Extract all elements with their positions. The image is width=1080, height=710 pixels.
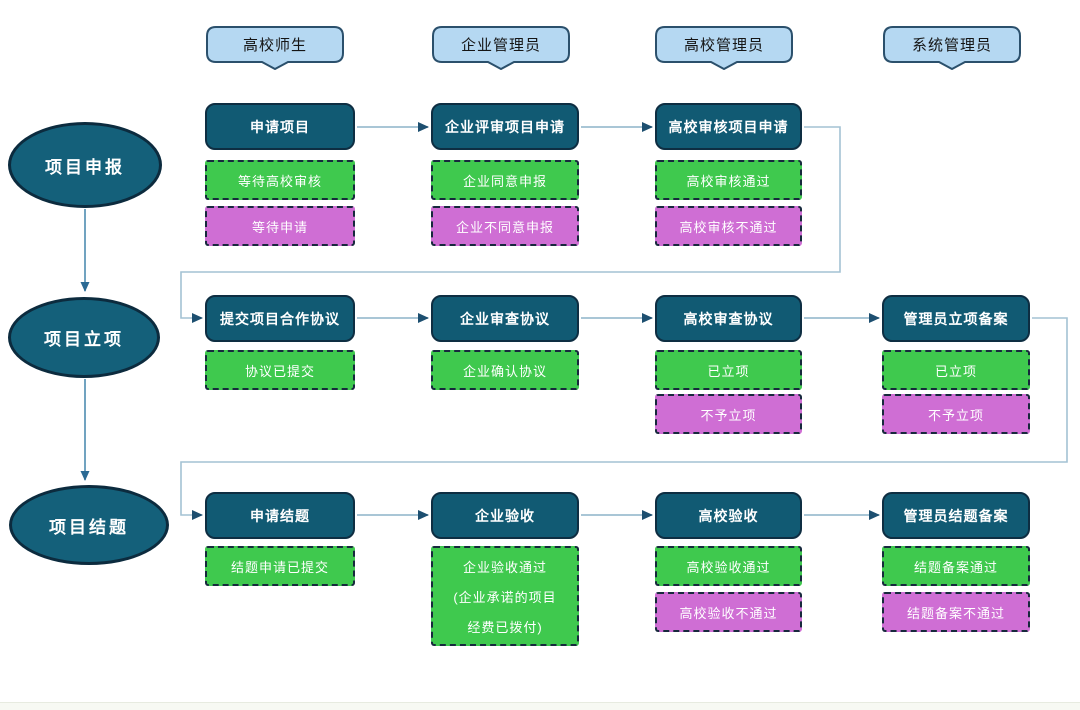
footer-divider (0, 702, 1080, 710)
action-node: 高校审核项目申请 (655, 103, 802, 150)
status-node-pink: 不予立项 (655, 394, 802, 434)
banner-shape-icon (206, 26, 344, 70)
status-node-green: 结题备案通过 (882, 546, 1030, 586)
lane-header-system-admin: 系统管理员 (883, 26, 1021, 70)
action-node: 提交项目合作协议 (205, 295, 355, 342)
status-node-green: 企业确认协议 (431, 350, 579, 390)
status-node-pink: 结题备案不通过 (882, 592, 1030, 632)
status-node-green: 企业同意申报 (431, 160, 579, 200)
lane-header-university-admin: 高校管理员 (655, 26, 793, 70)
action-node: 企业审查协议 (431, 295, 579, 342)
status-node-green: 高校审核通过 (655, 160, 802, 200)
status-node-green: 协议已提交 (205, 350, 355, 390)
lane-header-university-staff: 高校师生 (206, 26, 344, 70)
banner-shape-icon (432, 26, 570, 70)
action-node: 管理员立项备案 (882, 295, 1030, 342)
status-line: (企业承诺的项目 (453, 589, 557, 605)
status-node-pink: 等待申请 (205, 206, 355, 246)
banner-shape-icon (883, 26, 1021, 70)
lane-label: 高校管理员 (683, 36, 764, 54)
status-node-green: 高校验收通过 (655, 546, 802, 586)
action-node: 申请项目 (205, 103, 355, 150)
status-node-pink: 企业不同意申报 (431, 206, 579, 246)
phase-ellipse-approval: 项目立项 (8, 297, 160, 378)
lane-label: 系统管理员 (911, 36, 992, 54)
status-node-pink: 高校验收不通过 (655, 592, 802, 632)
lane-label: 高校师生 (242, 36, 307, 54)
lane-label: 企业管理员 (460, 36, 541, 54)
action-node: 管理员结题备案 (882, 492, 1030, 539)
status-line: 经费已拨付) (467, 619, 543, 635)
action-node: 高校审查协议 (655, 295, 802, 342)
action-node: 申请结题 (205, 492, 355, 539)
status-line: 企业验收通过 (462, 559, 547, 575)
banner-shape-icon (655, 26, 793, 70)
status-node-green: 结题申请已提交 (205, 546, 355, 586)
status-node-green: 已立项 (882, 350, 1030, 390)
phase-ellipse-application: 项目申报 (8, 122, 162, 208)
status-node-pink: 高校审核不通过 (655, 206, 802, 246)
status-node-green: 已立项 (655, 350, 802, 390)
status-node-pink: 不予立项 (882, 394, 1030, 434)
action-node: 企业评审项目申请 (431, 103, 579, 150)
lane-header-enterprise-admin: 企业管理员 (432, 26, 570, 70)
action-node: 高校验收 (655, 492, 802, 539)
status-node-green-multiline: 企业验收通过 (企业承诺的项目 经费已拨付) (431, 546, 579, 646)
action-node: 企业验收 (431, 492, 579, 539)
phase-ellipse-conclusion: 项目结题 (9, 485, 169, 565)
status-node-green: 等待高校审核 (205, 160, 355, 200)
